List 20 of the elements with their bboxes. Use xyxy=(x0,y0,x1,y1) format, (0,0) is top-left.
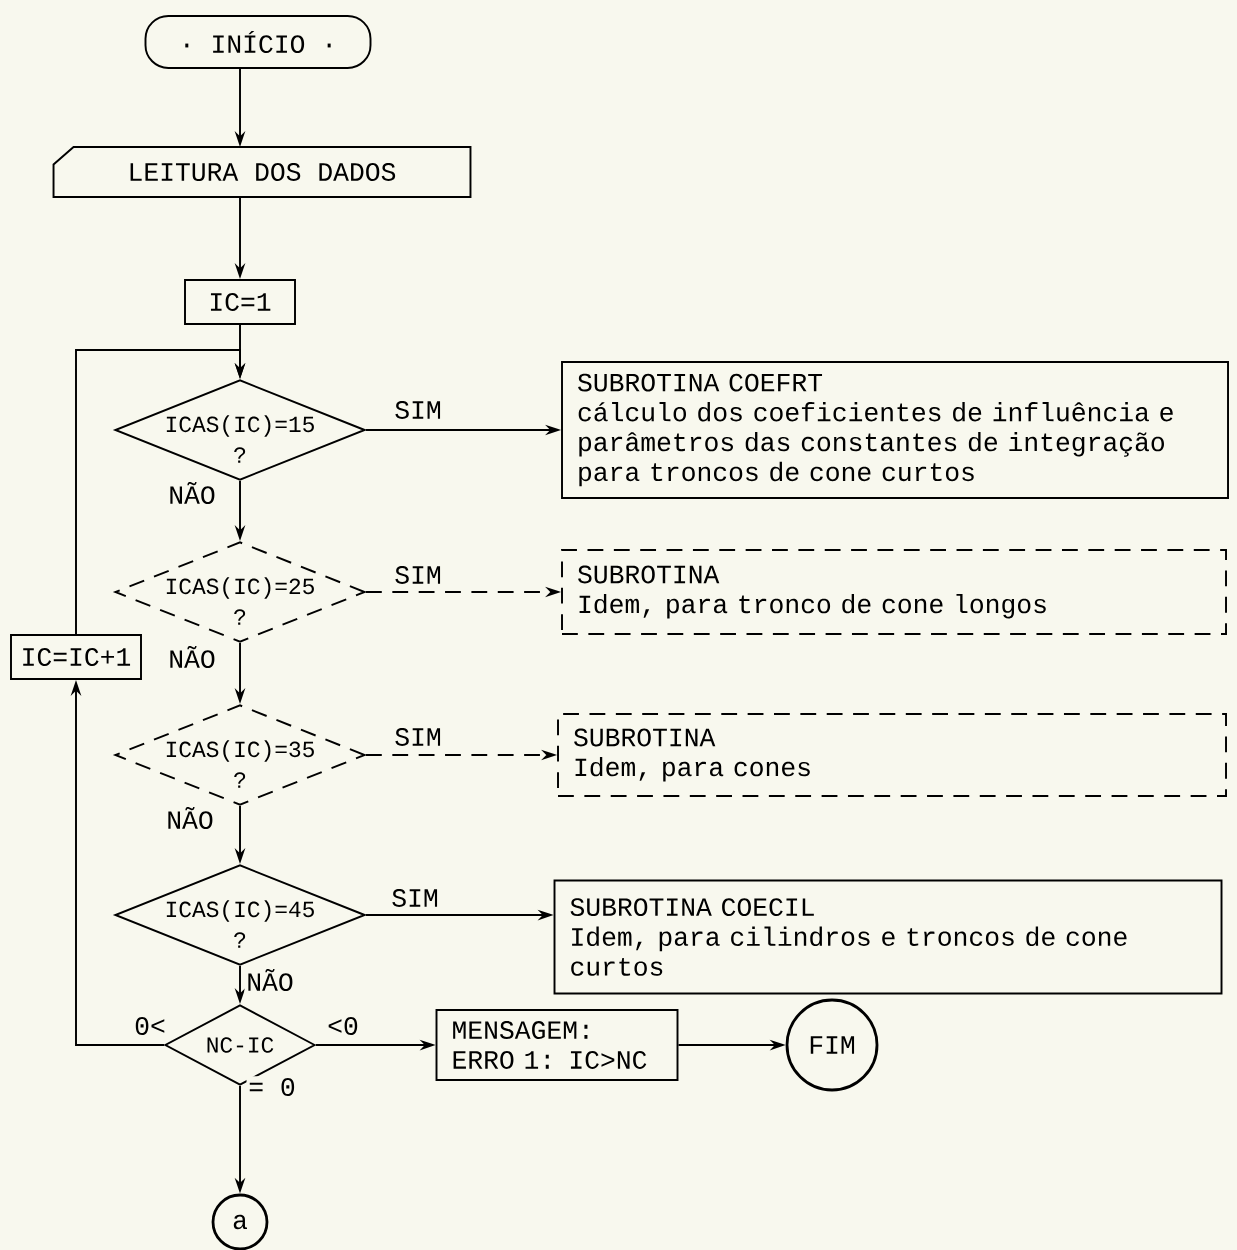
subroutine-box: MENSAGEM: ERRO 1: IC>NC xyxy=(435,1009,679,1081)
arrow xyxy=(75,349,246,635)
edge-label: NÃO xyxy=(166,480,218,506)
edge-label: NÃO xyxy=(244,967,296,993)
edge-label: NÃO xyxy=(164,805,216,831)
edge-label: = 0 xyxy=(246,1076,298,1098)
edge-label: SIM xyxy=(389,887,441,909)
edge-label: SIM xyxy=(392,399,444,421)
subroutine-box: SUBROTINA Idem, para cones xyxy=(557,713,1227,797)
process-box: IC=IC+1 xyxy=(10,634,142,680)
subroutine-box: SUBROTINA COECIL Idem, para cilindros e troncos de cone curtos xyxy=(553,879,1223,995)
input-box: LEITURA DOS DADOS xyxy=(52,146,472,198)
edge-label: SIM xyxy=(392,564,444,586)
edge-label: NÃO xyxy=(166,644,218,670)
subroutine-box: SUBROTINA Idem, para tronco de cone longos xyxy=(561,549,1227,635)
terminal-box: · INÍCIO · xyxy=(144,15,372,69)
edge-label: <0 xyxy=(325,1015,361,1037)
edge-label: SIM xyxy=(392,726,444,748)
subroutine-box: SUBROTINA COEFRT cálculo dos coeficientes de influência e parâmetros das constantes de integração para troncos de cone curtos xyxy=(561,361,1229,499)
process-box: IC=1 xyxy=(184,279,296,325)
